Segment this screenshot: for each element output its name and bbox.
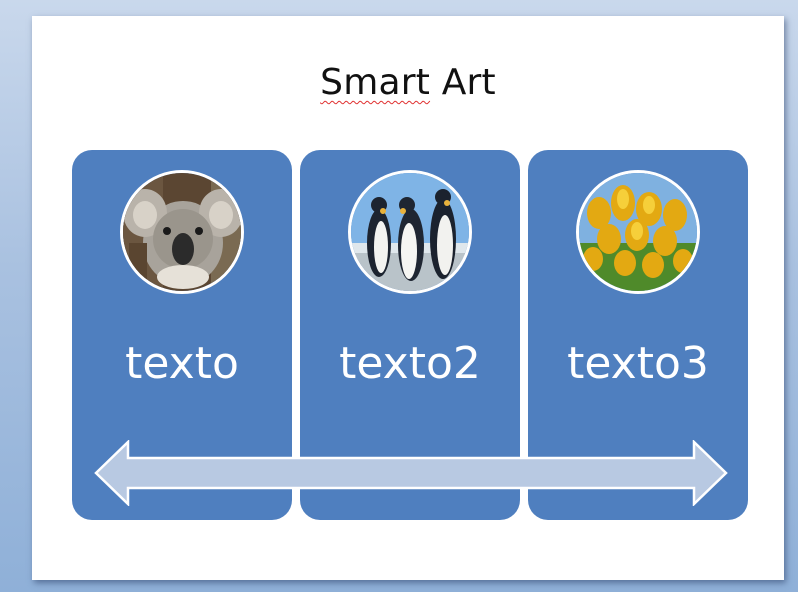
card-label-3[interactable]: texto3	[567, 338, 709, 389]
double-arrow-icon[interactable]	[94, 440, 728, 506]
koala-image	[123, 173, 241, 291]
tulips-photo[interactable]	[576, 170, 700, 294]
tulips-image	[579, 173, 697, 291]
koala-photo[interactable]	[120, 170, 244, 294]
penguins-photo[interactable]	[348, 170, 472, 294]
slide-title[interactable]: Smart Art	[32, 62, 784, 103]
slide[interactable]: Smart Art	[32, 16, 784, 580]
card-label-1[interactable]: texto	[125, 338, 239, 389]
penguins-image	[351, 173, 469, 291]
card-label-2[interactable]: texto2	[339, 338, 481, 389]
title-word-misspelled: Smart	[320, 62, 431, 103]
smartart-card-1[interactable]: texto	[72, 150, 292, 520]
title-word: Art	[441, 62, 496, 103]
